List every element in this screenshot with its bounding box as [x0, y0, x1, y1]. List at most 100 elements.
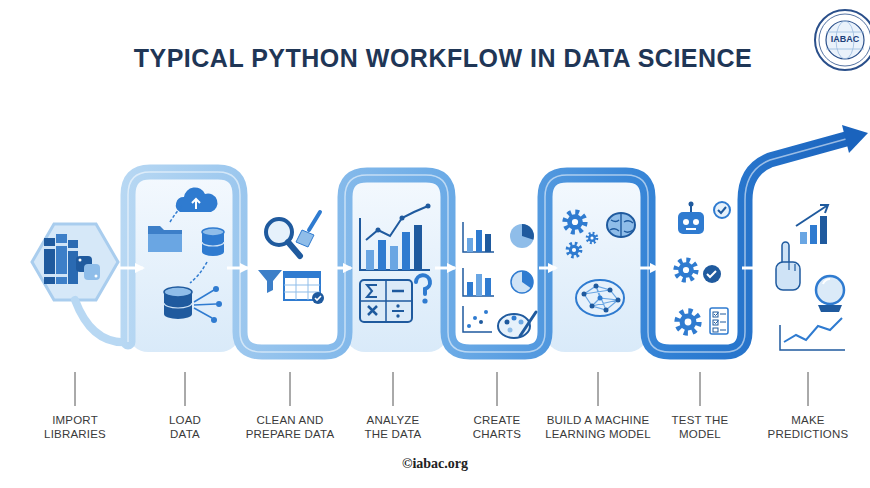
panel-fills-part — [128, 172, 240, 352]
step-label: LOAD DATA — [159, 413, 211, 441]
chart-icons-part — [467, 282, 473, 296]
clean-data-icons-part — [296, 230, 314, 247]
analyze-icons-part — [402, 232, 410, 270]
test-model-icons — [676, 202, 730, 335]
logo-badge-part — [826, 49, 864, 50]
chart-icons-part — [522, 271, 533, 288]
chart-icons-part — [508, 328, 513, 333]
chart-icons-part — [463, 306, 492, 332]
load-data-icons-part — [164, 287, 192, 297]
flow-arrow — [117, 267, 143, 270]
books-icon-part — [56, 243, 67, 246]
chart-icons-part — [520, 312, 536, 336]
model-build-icons-part — [568, 244, 581, 257]
clean-data-icons-part — [284, 272, 320, 278]
serpentine-ribbon — [128, 125, 868, 352]
books-icon-part — [44, 246, 55, 249]
load-data-icons-part — [148, 234, 182, 252]
analyze-icons-part — [376, 228, 381, 233]
serpentine-ribbon-part — [842, 125, 868, 153]
step-label: CREATE CHARTS — [466, 413, 528, 441]
analyze-icons-part — [360, 280, 412, 322]
workflow-step: MAKE PREDICTIONS — [766, 150, 850, 460]
chart-icons-part — [522, 224, 534, 240]
chart-icons-part — [476, 274, 482, 296]
chart-icons-part — [473, 316, 477, 320]
model-build-icons-part — [594, 284, 599, 289]
import-hexagon-part — [32, 224, 118, 300]
chart-icons-part — [512, 316, 517, 321]
load-data-icons-part — [216, 301, 222, 307]
prediction-icons-part — [820, 216, 827, 244]
analyze-icons-part — [422, 298, 427, 303]
analyze-icons-part — [396, 304, 399, 307]
model-build-icons-part — [607, 213, 635, 237]
leader-lines — [75, 372, 808, 406]
model-build-icons-part — [582, 292, 587, 297]
prediction-icons-part — [796, 205, 828, 226]
load-data-icons-part — [170, 206, 182, 222]
chart-icons-part — [467, 238, 473, 252]
chart-icons-part — [476, 230, 482, 252]
logo-text: IABAC — [815, 34, 870, 44]
test-model-icons-part — [718, 207, 726, 213]
load-data-icons-part — [148, 226, 182, 252]
model-build-icons-part — [608, 288, 613, 293]
analyze-icons-part — [426, 204, 431, 209]
workflow-step: LOAD DATA — [143, 150, 227, 460]
load-data-icons-part — [192, 199, 200, 209]
load-data-icons-part — [202, 228, 224, 236]
test-model-icons-part — [678, 312, 699, 333]
leader-lines-part — [598, 372, 599, 406]
step-label: IMPORT LIBRARIES — [34, 413, 116, 441]
model-build-icons-part — [565, 212, 584, 231]
clean-data-icons — [258, 212, 324, 304]
analyze-icons-part — [367, 285, 377, 297]
analyze-icons-part — [396, 314, 399, 317]
diagram-title: TYPICAL PYTHON WORKFLOW IN DATA SCIENCE — [100, 44, 786, 73]
prediction-icons-part — [789, 262, 795, 271]
model-build-icons-part — [616, 298, 621, 303]
model-build-icons-part — [587, 233, 597, 243]
clean-data-icons-part — [258, 270, 282, 293]
analyze-icons-part — [400, 216, 405, 221]
model-build-icons-part — [590, 304, 595, 309]
step-label: CLEAN AND PREPARE DATA — [242, 413, 338, 441]
model-build-icons-part — [598, 296, 603, 301]
load-data-icons-part — [213, 286, 219, 292]
prediction-icons — [776, 205, 845, 350]
test-model-icons-part — [686, 228, 696, 230]
logo-badge-part — [826, 32, 864, 33]
analyze-icons-part — [360, 218, 430, 270]
prediction-icons-part — [800, 232, 807, 244]
leader-lines-part — [75, 372, 76, 406]
analyze-icons-part — [392, 310, 404, 312]
serpentine-ribbon-part — [128, 139, 846, 352]
model-build-icons-part — [584, 286, 618, 310]
panel-fills-part — [345, 175, 448, 352]
books-icon-part — [56, 234, 67, 284]
clean-data-icons-part — [288, 242, 300, 256]
flow-arrow — [332, 267, 351, 270]
watermark: ©iabac.org — [375, 456, 495, 472]
clean-data-icons-part — [315, 296, 321, 300]
workflow-step: BUILD A MACHINE LEARNING MODEL — [556, 150, 640, 460]
serpentine-ribbon-part — [128, 139, 846, 352]
python-logo-part — [84, 264, 100, 280]
books-icon-part — [44, 274, 55, 277]
load-data-icons-part — [194, 290, 216, 318]
load-data-icons-part — [202, 242, 224, 246]
workflow-step: ANALYZE THE DATA — [351, 150, 435, 460]
test-model-icons-part — [693, 219, 699, 225]
chart-icons-part — [510, 224, 534, 248]
workflow-step: TEST THE MODEL — [658, 150, 742, 460]
step-label: MAKE PREDICTIONS — [763, 413, 853, 441]
leader-lines-part — [290, 372, 291, 406]
load-data-icons-part — [176, 187, 218, 212]
clean-data-icons-part — [309, 212, 320, 230]
import-hexagon — [32, 224, 128, 342]
import-hexagon-part — [75, 300, 128, 342]
model-build-icons-part — [604, 308, 609, 313]
